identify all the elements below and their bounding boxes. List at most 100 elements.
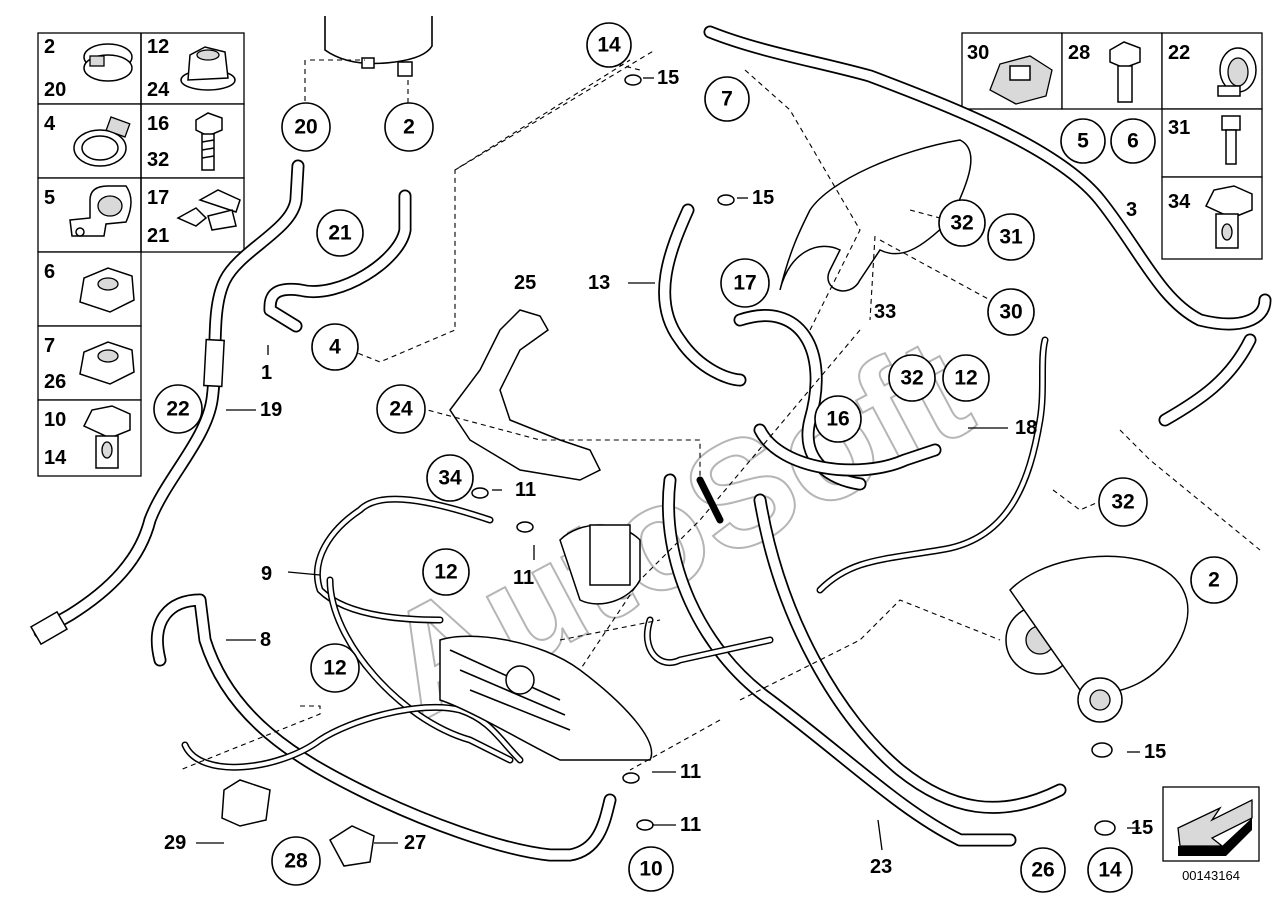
callout-number: 20 — [294, 116, 317, 139]
label: 15 — [752, 187, 774, 209]
pipe-cooler — [181, 703, 524, 771]
legend-label: 31 — [1168, 117, 1190, 139]
hex-socket-screw-icon — [1221, 115, 1241, 165]
callout-number: 12 — [323, 657, 346, 680]
sealing-rings — [471, 74, 1116, 836]
legend-left: 2 20 12 24 4 16 32 — [37, 32, 245, 477]
worm-clamp-icon — [73, 116, 131, 167]
plastic-nut-icon — [989, 55, 1053, 105]
hose-19-supply — [29, 159, 305, 646]
legend-label: 2 — [44, 36, 55, 58]
label: 23 — [870, 856, 892, 878]
label: 27 — [404, 832, 426, 854]
pipe-9-rack-line — [313, 495, 494, 624]
callout-number: 6 — [1127, 130, 1139, 153]
legend-label: 14 — [44, 447, 67, 469]
callout-14 — [586, 22, 632, 68]
callout-5 — [1060, 118, 1106, 164]
callout-10 — [628, 846, 674, 892]
part-labels: 15 15 13 33 3 1 19 25 18 11 11 9 8 11 11… — [164, 67, 1166, 878]
callout-number: 24 — [389, 398, 413, 421]
callout-number: 28 — [284, 850, 308, 873]
legend-label: 24 — [147, 79, 170, 101]
label: 11 — [515, 479, 536, 501]
callout-30 — [987, 288, 1035, 336]
callout-number: 5 — [1077, 130, 1089, 153]
hose-13-feed — [658, 203, 747, 387]
spring-clip-icon — [176, 189, 241, 231]
callouts: 14 7 20 2 21 4 32 31 30 17 24 32 12 16 3… — [153, 22, 1238, 893]
callout-12c — [310, 643, 360, 693]
hose-clamp-icon — [83, 43, 133, 82]
callout-16 — [814, 395, 862, 443]
legend-label: 28 — [1068, 42, 1090, 64]
label: 3 — [1126, 199, 1137, 221]
callout-2b — [1190, 556, 1238, 604]
label: 29 — [164, 832, 186, 854]
collar-nut-icon — [79, 341, 135, 385]
legend-label: 34 — [1168, 191, 1191, 213]
legend-label: 26 — [44, 371, 66, 393]
legend-label: 12 — [147, 36, 169, 58]
callout-number: 16 — [826, 408, 849, 431]
callout-32b — [888, 354, 936, 402]
callout-12b — [422, 548, 470, 596]
legend-label: 20 — [44, 79, 66, 101]
callout-number: 14 — [597, 34, 621, 57]
hex-nut-icon — [79, 267, 135, 313]
leader-lines — [179, 49, 1261, 851]
callout-14b — [1087, 847, 1133, 893]
callout-21 — [316, 209, 364, 257]
legend-label: 4 — [44, 113, 56, 135]
callout-number: 31 — [999, 226, 1023, 249]
legend-label: 32 — [147, 149, 169, 171]
steering-rack — [439, 524, 653, 761]
callout-7 — [704, 76, 750, 122]
callout-4 — [311, 323, 359, 371]
callout-number: 32 — [950, 212, 973, 235]
callout-24 — [376, 384, 426, 434]
callout-6 — [1110, 118, 1156, 164]
clamp-brackets — [221, 779, 375, 867]
callout-number: 34 — [438, 467, 462, 490]
callout-22 — [153, 384, 203, 434]
callout-number: 32 — [1111, 491, 1134, 514]
label: 15 — [1144, 741, 1166, 763]
callout-28 — [271, 836, 321, 886]
label: 8 — [260, 629, 271, 651]
legend-label: 7 — [44, 335, 55, 357]
callout-number: 12 — [954, 367, 977, 390]
callout-31 — [987, 213, 1035, 261]
callout-number: 2 — [403, 116, 415, 139]
hose-23-pressure — [643, 473, 1067, 847]
callout-32c — [1098, 477, 1148, 527]
legend-label: 30 — [967, 42, 989, 64]
label: 18 — [1015, 417, 1037, 439]
label: 11 — [680, 761, 701, 783]
callout-32 — [938, 199, 986, 247]
legend-label: 21 — [147, 225, 169, 247]
hose-clip-icon — [1217, 47, 1257, 97]
label: 25 — [514, 272, 536, 294]
callout-number: 26 — [1031, 859, 1054, 882]
diagram-reference-number: 00143164 — [1182, 868, 1240, 883]
callout-number: 32 — [900, 367, 923, 390]
callout-20 — [281, 102, 331, 152]
callout-number: 17 — [733, 272, 756, 295]
bolt-icon — [1109, 41, 1141, 103]
callout-12 — [942, 354, 990, 402]
callout-number: 7 — [721, 88, 733, 111]
hose-17-line — [733, 309, 942, 491]
hex-nut-flange-icon — [180, 46, 236, 91]
bracket — [449, 309, 602, 481]
label: 11 — [680, 814, 701, 836]
callout-number: 30 — [999, 301, 1022, 324]
callout-number: 10 — [639, 858, 662, 881]
callout-34 — [426, 454, 474, 502]
heat-shield — [779, 139, 972, 292]
label: 15 — [657, 67, 679, 89]
banjo-bolt-icon — [1204, 185, 1253, 249]
callout-26 — [1020, 847, 1066, 893]
callout-number: 22 — [166, 398, 189, 421]
